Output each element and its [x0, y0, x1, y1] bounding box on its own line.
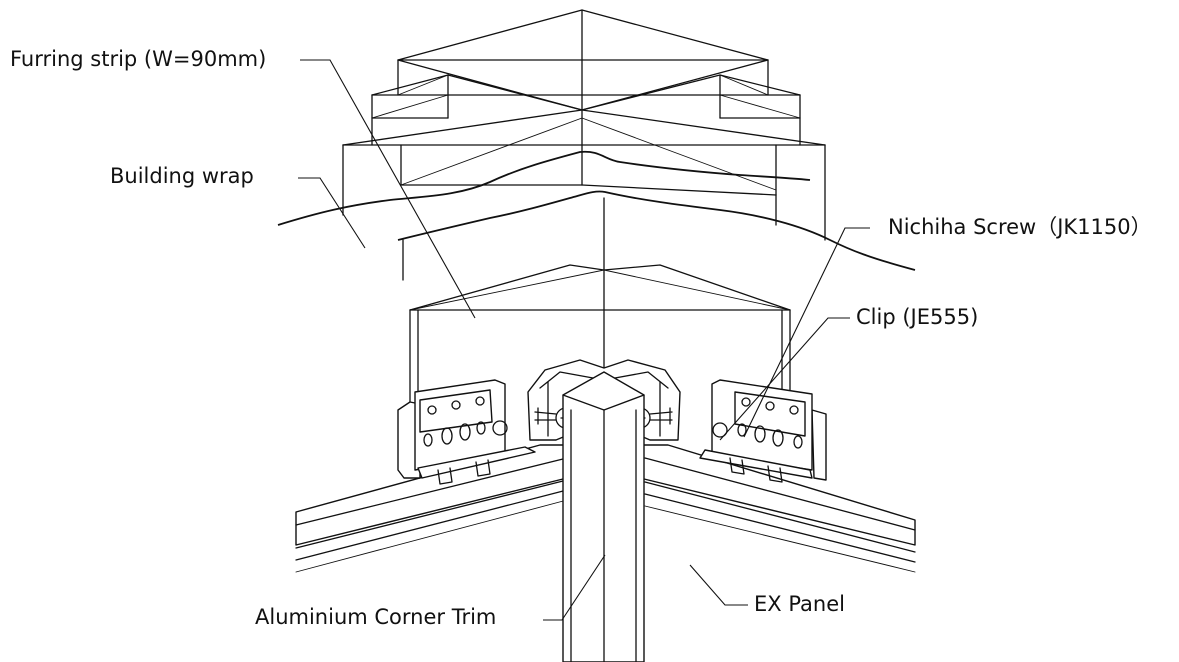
clip-label: Clip (JE555) [856, 305, 979, 329]
leader-lines [298, 59, 870, 621]
ex-panel-label: EX Panel [754, 592, 845, 616]
building-wrap-label: Building wrap [110, 164, 254, 188]
building-wrap [277, 150, 916, 371]
furring-strip-label: Furring strip (W=90mm) [10, 47, 267, 71]
left-clip [397, 379, 536, 485]
right-ex-panel [639, 444, 916, 573]
corner-trim-label: Aluminium Corner Trim [255, 605, 497, 629]
furring-strips [409, 264, 791, 406]
aluminium-corner-trim [562, 371, 645, 662]
upper-stud-frame [342, 9, 826, 241]
nichiha-screw-label: Nichiha Screw（JK1150） [888, 215, 1152, 239]
